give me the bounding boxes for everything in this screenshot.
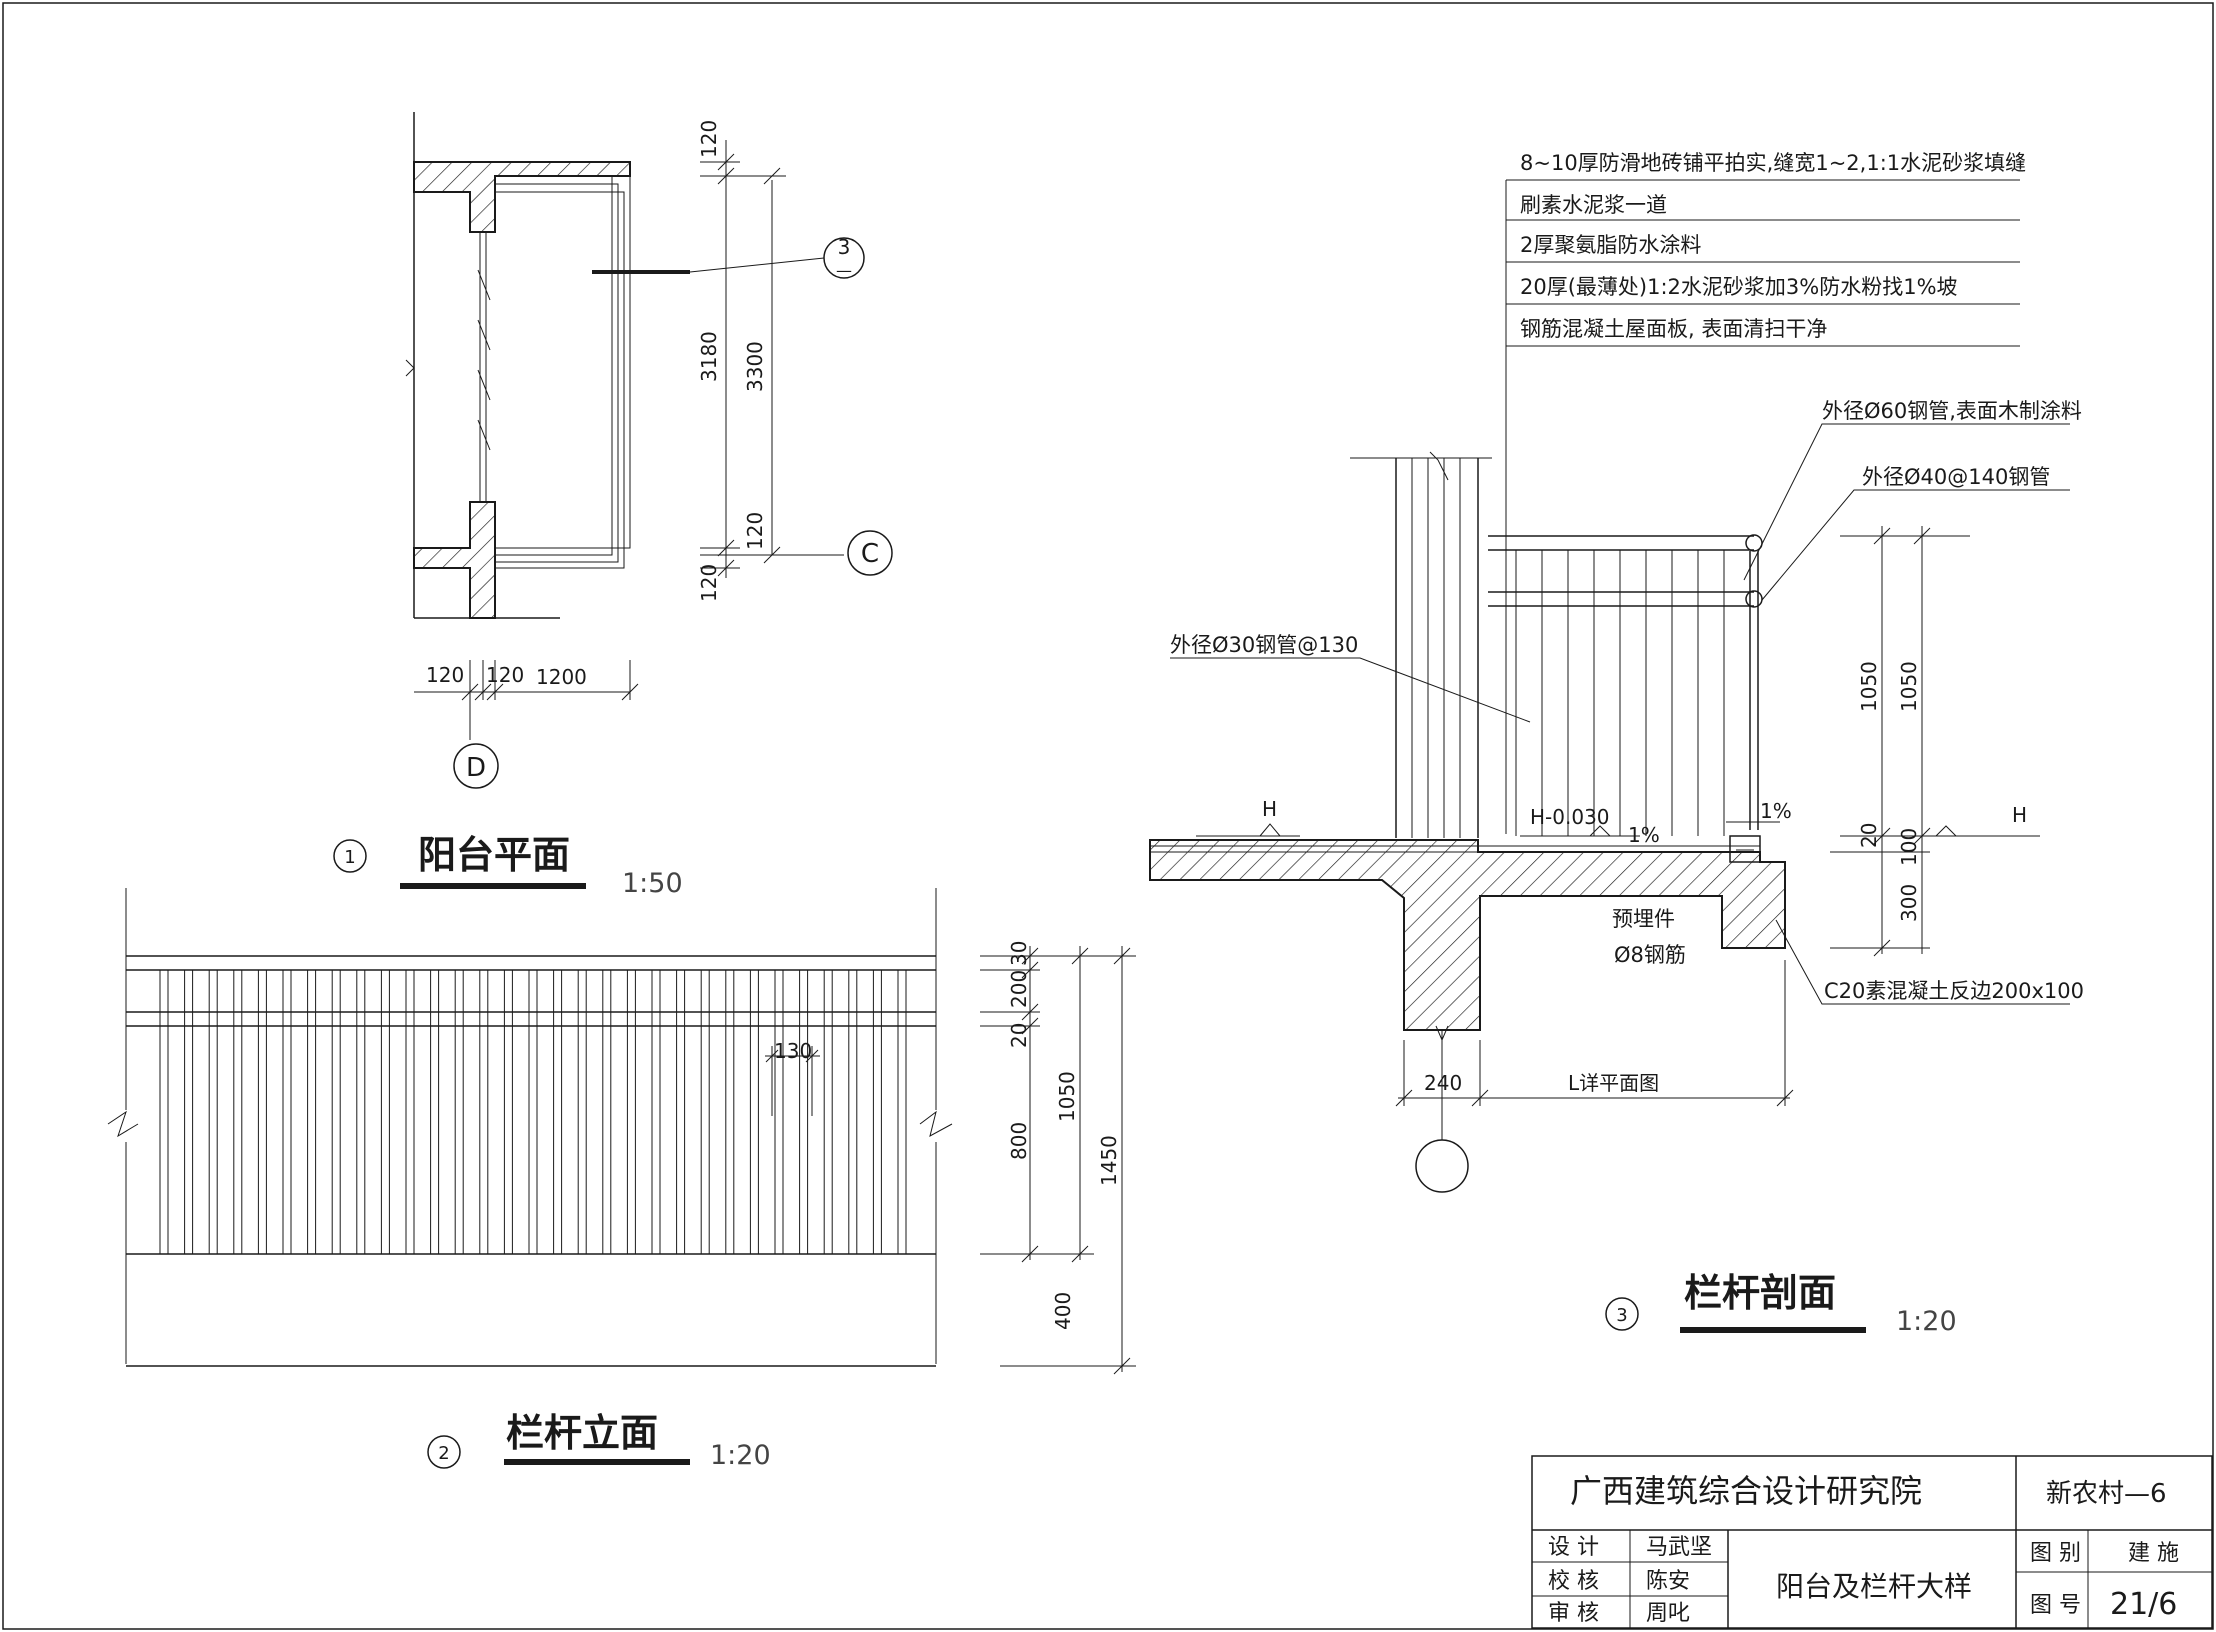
tb-name-3: 周叱 bbox=[1646, 1601, 1690, 1626]
tb-institute: 广西建筑综合设计研究院 bbox=[1570, 1472, 1922, 1510]
label-rebar: Ø8钢筋 bbox=[1614, 943, 1686, 967]
tb-role-3: 审 核 bbox=[1548, 1601, 1599, 1626]
tb-name-2: 陈安 bbox=[1646, 1569, 1690, 1594]
section-title: 栏杆剖面 bbox=[1684, 1271, 1836, 1315]
sec-dim-240: 240 bbox=[1424, 1071, 1462, 1095]
plan-dim-h-120-a: 120 bbox=[426, 663, 464, 687]
plan-dim-v-3300: 3300 bbox=[743, 341, 767, 392]
embed-plate bbox=[1729, 835, 1761, 863]
axis-c-label: C bbox=[861, 539, 879, 569]
tb-number: 21/6 bbox=[2110, 1587, 2177, 1622]
section-slab bbox=[1149, 839, 1786, 1031]
elevation-title-index: 2 bbox=[438, 1443, 449, 1464]
railing-section: 8~10厚防滑地砖铺平拍实,缝宽1~2,1:1水泥砂浆填缝 刷素水泥浆一道 2厚… bbox=[1149, 151, 2084, 1337]
plan-dim-v-120-b: 120 bbox=[697, 564, 721, 602]
section-scale: 1:20 bbox=[1896, 1306, 1957, 1337]
tb-category: 建 施 bbox=[2128, 1541, 2179, 1566]
section-axis-circle bbox=[1415, 1139, 1469, 1193]
elev-dim-1450: 1450 bbox=[1097, 1135, 1121, 1186]
section-level-sub: H-0.030 bbox=[1530, 805, 1610, 829]
tb-name-1: 马武坚 bbox=[1646, 1535, 1712, 1560]
elev-dim-800: 800 bbox=[1007, 1122, 1031, 1160]
elev-dim-1050: 1050 bbox=[1055, 1071, 1079, 1122]
section-slope-1: 1% bbox=[1628, 823, 1660, 847]
sec-dim-1050-a: 1050 bbox=[1857, 661, 1881, 712]
plan-dim-v-3180: 3180 bbox=[697, 331, 721, 382]
sec-dim-300: 300 bbox=[1897, 884, 1921, 922]
layer-1: 8~10厚防滑地砖铺平拍实,缝宽1~2,1:1水泥砂浆填缝 bbox=[1520, 151, 2026, 175]
plan-top-wall bbox=[413, 161, 631, 233]
pipe-40-rail bbox=[1745, 590, 1763, 608]
label-pipe40: 外径Ø40@140钢管 bbox=[1862, 465, 2050, 489]
section-level-h2: H bbox=[2012, 803, 2027, 827]
section-balusters bbox=[1515, 550, 1725, 836]
plan-dim-h-120-b: 120 bbox=[486, 663, 524, 687]
elevation-balusters bbox=[159, 970, 907, 1254]
plan-dim-v-120-a: 120 bbox=[743, 512, 767, 550]
layer-3: 2厚聚氨脂防水涂料 bbox=[1520, 233, 1701, 257]
elev-dim-20: 20 bbox=[1007, 1023, 1031, 1048]
plan-dim-h-1200: 1200 bbox=[536, 665, 587, 689]
layer-2: 刷素水泥浆一道 bbox=[1520, 193, 1667, 217]
sec-dim-100: 100 bbox=[1897, 828, 1921, 866]
section-mark-number: 3 bbox=[838, 235, 851, 259]
plan-bottom-wall bbox=[413, 501, 496, 619]
tb-number-label: 图 号 bbox=[2030, 1593, 2081, 1618]
tb-role-1: 设 计 bbox=[1548, 1535, 1599, 1560]
section-mark-circle bbox=[823, 237, 865, 279]
section-slope-2: 1% bbox=[1760, 799, 1792, 823]
sec-dim-1050-b: 1050 bbox=[1897, 661, 1921, 712]
sec-dim-l: L详平面图 bbox=[1568, 1071, 1659, 1095]
axis-d-label: D bbox=[466, 753, 486, 783]
elevation-scale: 1:20 bbox=[710, 1440, 771, 1471]
elevation-spacing: 130 bbox=[774, 1039, 812, 1063]
plan-title: 阳台平面 bbox=[418, 833, 570, 877]
railing-elevation: 130 30 200 20 800 1050 400 1450 2 栏杆立面 1… bbox=[107, 888, 1136, 1471]
tb-role-2: 校 核 bbox=[1548, 1569, 1599, 1594]
label-embed: 预埋件 bbox=[1612, 907, 1675, 931]
tb-project: 新农村—6 bbox=[2046, 1479, 2167, 1509]
layer-5: 钢筋混凝土屋面板, 表面清扫干净 bbox=[1520, 317, 1827, 341]
plan-dim-v-120-top: 120 bbox=[697, 120, 721, 158]
label-pipe60: 外径Ø60钢管,表面木制涂料 bbox=[1822, 399, 2082, 423]
title-block: 广西建筑综合设计研究院 新农村—6 设 计 马武坚 校 核 陈安 审 核 周叱 … bbox=[1531, 1455, 2213, 1629]
axis-d-circle bbox=[453, 743, 499, 789]
balcony-plan: 3 — 120 3180 3300 120 120 C 120 bbox=[333, 112, 893, 899]
axis-c-circle bbox=[847, 530, 893, 576]
label-pipe30: 外径Ø30钢管@130 bbox=[1170, 633, 1358, 657]
layer-4: 20厚(最薄处)1:2水泥砂浆加3%防水粉找1%坡 bbox=[1520, 275, 1958, 299]
elevation-title: 栏杆立面 bbox=[506, 1411, 658, 1455]
elev-dim-30: 30 bbox=[1007, 941, 1031, 966]
elev-dim-400: 400 bbox=[1051, 1292, 1075, 1330]
tb-category-label: 图 别 bbox=[2030, 1541, 2081, 1566]
section-mark-sub: — bbox=[836, 261, 852, 280]
tb-drawing-name: 阳台及栏杆大样 bbox=[1776, 1570, 1972, 1603]
sec-dim-20: 20 bbox=[1857, 823, 1881, 848]
label-curb: C20素混凝土反边200x100 bbox=[1824, 979, 2084, 1003]
elev-dim-200: 200 bbox=[1007, 970, 1031, 1008]
plan-scale: 1:50 bbox=[622, 868, 683, 899]
section-level-h: H bbox=[1262, 797, 1277, 821]
section-title-index: 3 bbox=[1616, 1305, 1627, 1326]
plan-title-index: 1 bbox=[344, 847, 355, 868]
